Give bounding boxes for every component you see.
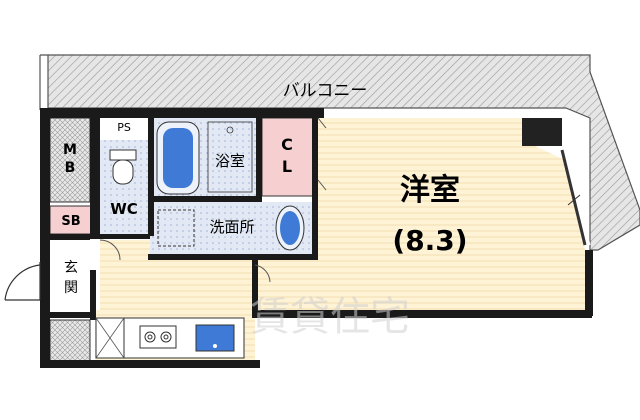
closet-label-2: L <box>282 157 292 176</box>
western-room-label: 洋室 <box>400 173 460 208</box>
washbasin-icon <box>275 205 305 251</box>
bath-label: 浴室 <box>215 152 245 170</box>
balcony-label: バルコニー <box>283 81 368 101</box>
walls <box>40 108 593 368</box>
toilet-icon <box>109 149 137 185</box>
bathtub-icon <box>156 121 200 195</box>
closet-label: C <box>281 135 293 154</box>
entrance-label-1: 玄 <box>64 259 78 276</box>
shoe-box <box>49 205 93 235</box>
kitchen <box>95 317 245 359</box>
service-spaces <box>49 117 315 365</box>
sink-icon <box>195 324 235 352</box>
interior-doors <box>99 117 327 283</box>
western-room-size: (8.3) <box>392 224 467 257</box>
entrance-door <box>4 262 41 301</box>
washing-machine-space <box>157 209 195 247</box>
stove-icon <box>139 325 177 349</box>
balcony <box>39 54 640 251</box>
balcony-window <box>560 149 591 246</box>
pipe-space-label: PS <box>117 121 131 134</box>
washroom-label: 洗面所 <box>209 218 254 236</box>
watermark: 賃貸住宅 <box>250 294 410 340</box>
meter-box-label-b: B <box>65 160 76 176</box>
shower-icon <box>207 121 253 193</box>
entrance-label-2: 関 <box>64 280 78 296</box>
wc-label: WC <box>110 200 138 218</box>
shoe-box-label: SB <box>61 214 80 229</box>
meter-box-label-m: M <box>63 142 77 158</box>
closet <box>261 117 315 197</box>
